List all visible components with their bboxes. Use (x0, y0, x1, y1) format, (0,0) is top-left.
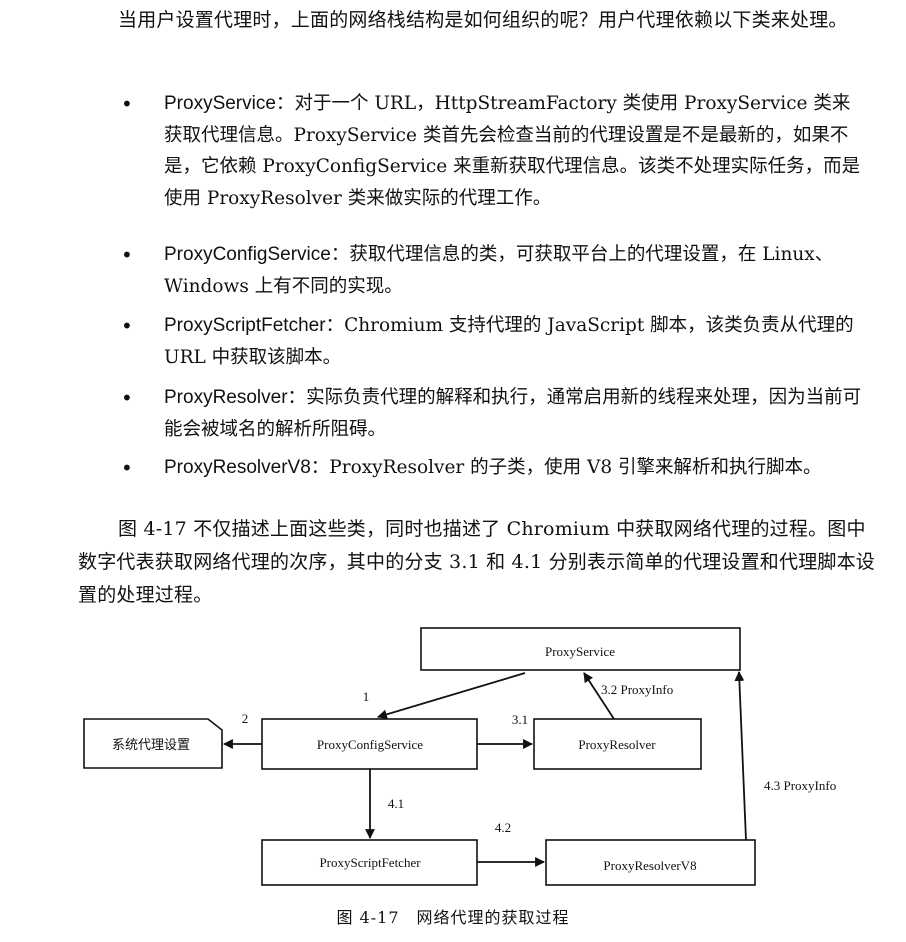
node-proxy-resolver: ProxyResolver (533, 718, 702, 770)
edge-label-3-2: 3.2 ProxyInfo (601, 682, 673, 697)
description: 获取代理信息的类，可获取平台上的代理设置，在 Linux、Windows 上有不… (164, 244, 834, 297)
edge-3-2 (583, 672, 615, 720)
edge-label-4-2: 4.2 (495, 820, 511, 835)
edge-label-4-1: 4.1 (388, 796, 404, 811)
node-proxy-script-fetcher: ProxyScriptFetcher (261, 839, 478, 886)
svg-text:ProxyService: ProxyService (545, 644, 615, 659)
intro-paragraph: 当用户设置代理时，上面的网络栈结构是如何组织的呢？用户代理依赖以下类来处理。 (118, 9, 848, 31)
description: Chromium 支持代理的 JavaScript 脚本，该类负责从代理的 UR… (164, 315, 854, 368)
bullet-icon: • (121, 92, 133, 116)
edge-label-1: 1 (363, 689, 370, 704)
proxy-flow-diagram: ProxyService 系统代理设置 ProxyConfigService P… (83, 627, 836, 886)
edge-label-3-1: 3.1 (512, 712, 528, 727)
node-proxy-resolver-v8: ProxyResolverV8 (545, 839, 756, 886)
term: ProxyResolver (164, 387, 288, 408)
term: ProxyResolverV8 (164, 457, 311, 478)
edge-4-3 (734, 671, 747, 841)
bullet-icon: • (121, 243, 133, 267)
description: ProxyResolver 的子类，使用 V8 引擎来解析和执行脚本。 (329, 457, 822, 478)
node-proxy-service: ProxyService (420, 627, 741, 671)
svg-text:ProxyResolver: ProxyResolver (578, 737, 656, 752)
node-system-proxy-settings: 系统代理设置 (83, 718, 223, 769)
figure-description-paragraph: 图 4-17 不仅描述上面这些类，同时也描述了 Chromium 中获取网络代理… (78, 518, 875, 606)
edge-label-4-3: 4.3 ProxyInfo (764, 778, 836, 793)
figure-caption: 图 4-17 网络代理的获取过程 (336, 908, 570, 927)
description: 对于一个 URL，HttpStreamFactory 类使用 ProxyServ… (164, 93, 861, 209)
term: ProxyService (164, 93, 276, 114)
bullet-icon: • (121, 456, 133, 480)
term: ProxyConfigService (164, 244, 331, 265)
description: 实际负责代理的解释和执行，通常启用新的线程来处理，因为当前可能会被域名的解析所阻… (164, 387, 862, 440)
bullet-icon: • (121, 386, 133, 410)
svg-text:ProxyConfigService: ProxyConfigService (317, 737, 423, 752)
edge-label-2: 2 (242, 711, 249, 726)
node-proxy-config-service: ProxyConfigService (261, 718, 478, 770)
svg-text:系统代理设置: 系统代理设置 (112, 737, 190, 752)
term: ProxyScriptFetcher (164, 315, 326, 336)
svg-text:ProxyScriptFetcher: ProxyScriptFetcher (319, 855, 421, 870)
svg-text:ProxyResolverV8: ProxyResolverV8 (603, 858, 696, 873)
edge-1 (377, 672, 526, 720)
bullet-icon: • (121, 314, 133, 338)
